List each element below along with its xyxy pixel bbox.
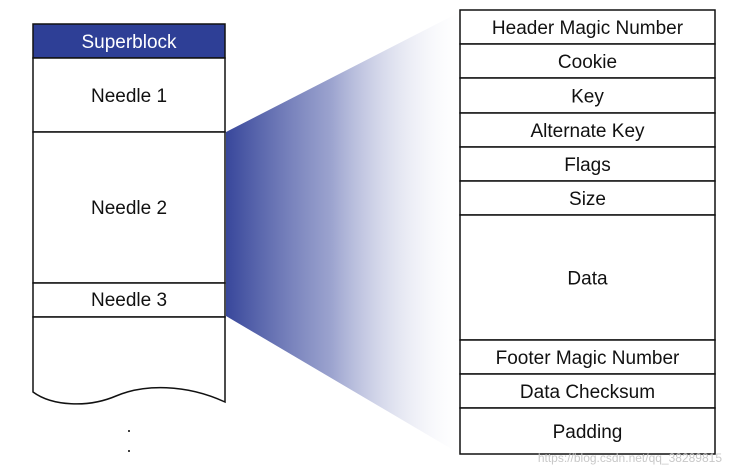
field-data-label: Data [567, 269, 608, 290]
superblock-label: Superblock [81, 32, 177, 53]
field-size-label: Size [569, 189, 606, 210]
needle-1-label: Needle 1 [91, 86, 167, 107]
needle-1-box [32, 57, 226, 133]
needle-2-box [32, 131, 226, 284]
field-footer-magic-number-box [459, 339, 716, 375]
field-header-magic-number-label: Header Magic Number [492, 18, 684, 39]
field-size-box [459, 180, 716, 216]
field-data-checksum-label: Data Checksum [520, 382, 655, 403]
torn-bottom-section [32, 316, 226, 405]
field-cookie-box [459, 43, 716, 79]
needle-3-label: Needle 3 [91, 290, 167, 311]
continuation-dot: . [126, 436, 131, 456]
field-flags-label: Flags [564, 155, 610, 176]
field-padding-label: Padding [553, 422, 623, 443]
field-alternate-key-box [459, 112, 716, 148]
field-padding-box [459, 407, 716, 455]
watermark-text: https://blog.csdn.net/qq_38289815 [538, 451, 722, 465]
field-cookie-label: Cookie [558, 52, 617, 73]
field-data-box [459, 214, 716, 341]
continuation-dot: . [126, 416, 131, 436]
needle-3-box [32, 282, 226, 318]
field-alternate-key-label: Alternate Key [530, 121, 645, 142]
volume-stack: Superblock Needle 1 Needle 2 Needle 3 . … [32, 23, 226, 456]
expansion-fan [226, 12, 460, 454]
field-key-label: Key [571, 87, 604, 108]
superblock-box [32, 23, 226, 59]
field-footer-magic-number-label: Footer Magic Number [496, 348, 680, 369]
needle-2-label: Needle 2 [91, 198, 167, 219]
